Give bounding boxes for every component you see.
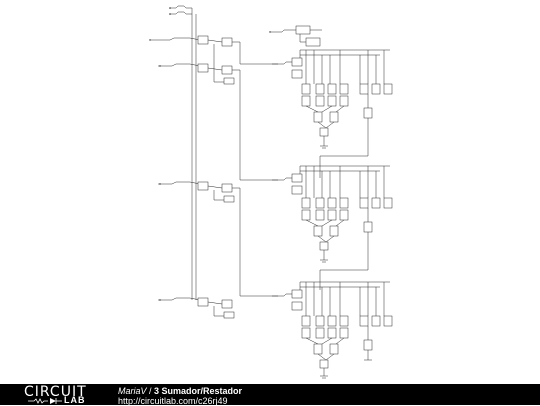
control-switch-group <box>169 5 197 300</box>
logo-lab: LAB <box>64 395 86 405</box>
input-lines <box>149 37 201 301</box>
adder-stage-3 <box>272 281 393 379</box>
xor-gate-column <box>197 35 278 319</box>
footer-bar: CIRCUIT LAB MariaV / 3 Sumador/Restador … <box>0 384 540 406</box>
title-separator: / <box>146 386 155 396</box>
adder-stage-1 <box>272 49 393 178</box>
circuit-schematic <box>149 5 393 379</box>
logo-word: CIRCUIT <box>24 384 87 400</box>
adder-stage-2 <box>272 165 393 290</box>
circuit-name[interactable]: 3 Sumador/Restador <box>154 386 243 396</box>
resistor-icon <box>28 398 62 404</box>
author-name[interactable]: MariaV <box>118 386 147 396</box>
circuit-url[interactable]: http://circuitlab.com/c26rj49 <box>118 396 228 406</box>
carry-in-block <box>269 25 322 47</box>
circuitlab-logo[interactable]: CIRCUIT LAB <box>24 384 92 405</box>
circuit-title-line: MariaV / 3 Sumador/Restador <box>118 386 242 396</box>
